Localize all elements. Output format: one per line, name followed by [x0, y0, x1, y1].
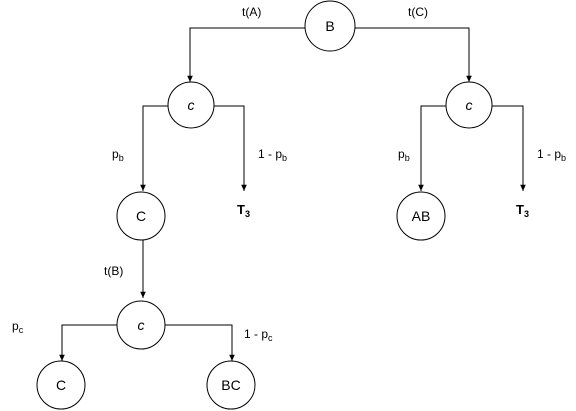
edge-label-p-right: pb	[398, 147, 410, 163]
node-bc-label: BC	[221, 377, 240, 393]
terminal-right: T3	[516, 202, 529, 219]
node-chance-left-label: c	[188, 97, 195, 113]
edge-right-to-ab	[418, 105, 446, 191]
edge-label-one-minus-bottom: 1 - pc	[244, 327, 273, 343]
node-ab: AB	[396, 191, 446, 241]
node-root: B	[304, 0, 356, 52]
edge-left-to-terminal	[214, 105, 247, 191]
edge-label-t-c: t(C)	[408, 5, 428, 19]
node-bc: BC	[206, 360, 256, 410]
edge-left-to-c	[140, 105, 168, 191]
edge-label-p-bottom: pc	[12, 319, 24, 335]
node-c-mid-label: C	[136, 208, 146, 224]
edge-label-one-minus-right: 1 - pb	[537, 147, 566, 163]
node-root-label: B	[325, 18, 334, 34]
edge-label-one-minus-left: 1 - pb	[258, 147, 287, 163]
node-chance-bottom-label: c	[138, 317, 145, 333]
node-c-bottom-label: C	[56, 377, 66, 393]
edge-bottom-to-bc	[164, 324, 235, 361]
node-chance-bottom: c	[116, 300, 166, 350]
node-chance-right-label: c	[466, 97, 473, 113]
node-ab-label: AB	[412, 208, 431, 224]
node-c-mid: C	[116, 191, 166, 241]
edge-root-to-left	[187, 27, 305, 82]
terminal-left: T3	[237, 202, 250, 219]
edge-bottom-to-c	[59, 324, 117, 361]
node-chance-left: c	[167, 81, 215, 129]
edge-label-t-b: t(B)	[104, 264, 123, 278]
node-c-bottom: C	[36, 360, 86, 410]
edge-right-to-terminal	[492, 105, 526, 191]
edge-label-p-left: pb	[112, 147, 124, 163]
node-chance-right: c	[445, 81, 493, 129]
edge-label-t-a: t(A)	[242, 5, 261, 19]
edge-root-to-right	[355, 27, 472, 82]
